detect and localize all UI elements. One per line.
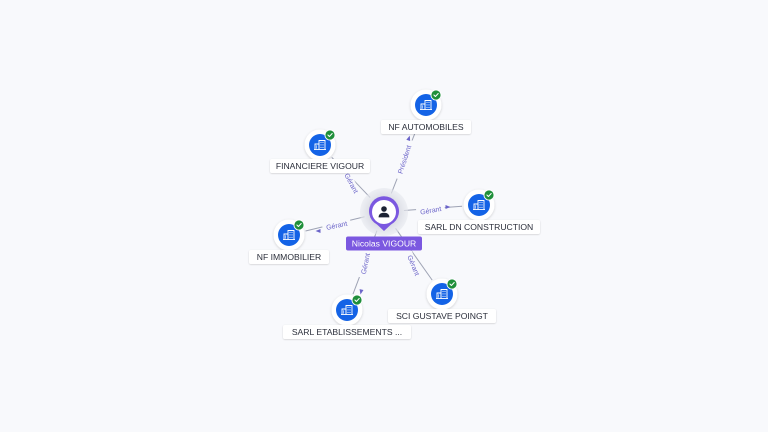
node-disc	[278, 224, 300, 246]
node-label: SCI GUSTAVE POINGT	[396, 311, 489, 321]
node-label: NF AUTOMOBILES	[388, 122, 464, 132]
verified-check-icon	[351, 294, 363, 306]
edge-label-group: Gérant	[341, 168, 362, 198]
node-label: FINANCIERE VIGOUR	[276, 161, 364, 171]
edge-arrow-icon	[445, 205, 451, 209]
edge-label-group: Gérant	[358, 248, 373, 279]
edge-label-bg	[358, 248, 373, 279]
company-node-nf-automobiles[interactable]: NF AUTOMOBILES	[381, 89, 471, 135]
edge-nf-immobilier: Gérant	[305, 216, 365, 233]
edge-label-group: Gérant	[404, 250, 423, 281]
edge-arrow-icon	[406, 135, 411, 141]
building-icon	[314, 140, 326, 150]
verified-check-icon	[483, 189, 495, 201]
company-node-financiere-vigour[interactable]: FINANCIERE VIGOUR	[270, 129, 370, 174]
building-icon	[283, 230, 295, 240]
node-label: NF IMMOBILIER	[257, 252, 321, 262]
edge-role-label: Gérant	[361, 253, 372, 275]
edge-sarl-dn-construction: Gérant	[403, 204, 463, 217]
node-disc	[309, 134, 331, 156]
verified-check-icon	[293, 219, 305, 231]
edge-label-group: Gérant	[321, 218, 352, 233]
company-node-nf-immobilier[interactable]: NF IMMOBILIER	[249, 219, 329, 265]
edge-sci-gustave-poingt: Gérant	[395, 228, 433, 281]
node-label: SARL DN CONSTRUCTION	[425, 222, 534, 232]
person-icon	[378, 206, 390, 218]
center-node[interactable]: Nicolas VIGOUR	[346, 188, 422, 251]
edge-label-bg	[404, 250, 423, 281]
company-node-sarl-dn-construction[interactable]: SARL DN CONSTRUCTION	[418, 189, 540, 235]
edge-label-bg	[394, 138, 415, 181]
node-label-bg	[381, 120, 471, 134]
verified-check-icon	[324, 129, 336, 141]
center-pin-inner	[372, 200, 396, 224]
node-label-bg	[418, 220, 540, 234]
building-icon	[436, 289, 448, 299]
edge-label-group: Président	[394, 138, 415, 181]
center-name: Nicolas VIGOUR	[352, 239, 416, 249]
edge-role-label: Gérant	[420, 206, 442, 217]
verified-check-icon	[446, 278, 458, 290]
edge-label-group: Gérant	[415, 204, 446, 217]
node-disc	[431, 283, 453, 305]
building-icon	[473, 200, 485, 210]
nodes-layer: NF AUTOMOBILES FINANCIERE VIGOUR SARL DN C…	[249, 89, 540, 340]
edge-label-bg	[415, 204, 446, 217]
node-label-bg	[283, 325, 411, 339]
company-node-sci-gustave-poingt[interactable]: SCI GUSTAVE POINGT	[388, 278, 496, 324]
verified-check-icon	[430, 89, 442, 101]
edge-arrow-icon	[315, 229, 321, 233]
node-label-bg	[270, 159, 370, 173]
building-icon	[420, 100, 432, 110]
edge-label-bg	[341, 168, 362, 198]
building-icon	[341, 305, 353, 315]
edge-arrow-icon	[359, 289, 364, 295]
edge-label-bg	[321, 218, 352, 233]
node-label-bg	[249, 250, 329, 264]
edge-role-label: Gérant	[326, 221, 348, 232]
company-node-sarl-etablissements[interactable]: SARL ETABLISSEMENTS ...	[283, 294, 411, 340]
node-disc	[468, 194, 490, 216]
node-label-bg	[388, 309, 496, 323]
node-disc	[336, 299, 358, 321]
center-label-bg	[346, 236, 422, 251]
edge-role-label: Président	[397, 145, 413, 175]
node-disc	[415, 94, 437, 116]
node-label: SARL ETABLISSEMENTS ...	[292, 327, 402, 337]
